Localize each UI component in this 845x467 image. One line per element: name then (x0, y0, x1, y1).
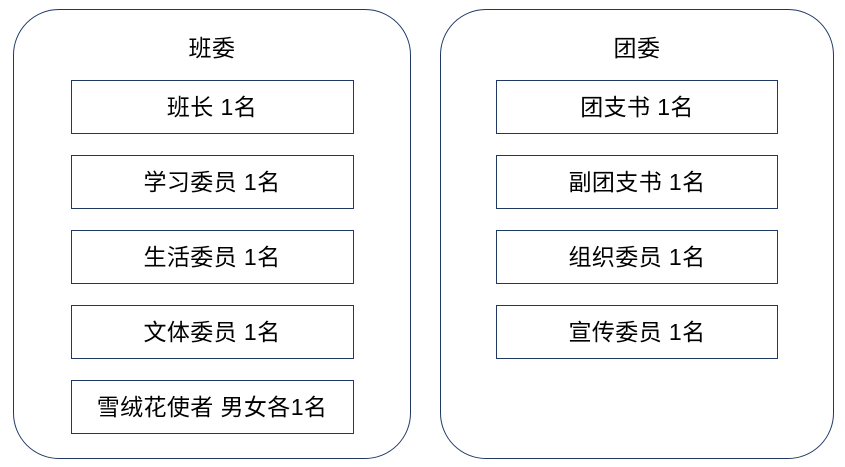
role-box-publicity-committee-member[interactable]: 宣传委员 1名 (496, 305, 778, 359)
role-list-youth-league-committee: 团支书 1名 副团支书 1名 组织委员 1名 宣传委员 1名 (441, 80, 833, 359)
role-label: 文体委员 1名 (143, 319, 281, 345)
role-box-class-monitor[interactable]: 班长 1名 (70, 80, 354, 134)
role-box-edelweiss-ambassador[interactable]: 雪绒花使者 男女各1名 (70, 380, 354, 434)
role-box-culture-sports-committee-member[interactable]: 文体委员 1名 (70, 305, 354, 359)
group-container-class-committee: 班委 班长 1名 学习委员 1名 生活委员 1名 文体委员 1名 雪绒花使者 男… (13, 9, 411, 459)
group-container-youth-league-committee: 团委 团支书 1名 副团支书 1名 组织委员 1名 宣传委员 1名 (440, 9, 834, 459)
role-label: 宣传委员 1名 (568, 319, 706, 345)
role-label: 团支书 1名 (580, 94, 694, 120)
role-box-organization-committee-member[interactable]: 组织委员 1名 (496, 230, 778, 284)
role-box-life-committee-member[interactable]: 生活委员 1名 (70, 230, 354, 284)
role-list-class-committee: 班长 1名 学习委员 1名 生活委员 1名 文体委员 1名 雪绒花使者 男女各1… (14, 80, 410, 434)
role-label: 学习委员 1名 (143, 169, 281, 195)
role-label: 雪绒花使者 男女各1名 (96, 394, 328, 420)
group-title-youth-league-committee: 团委 (613, 35, 661, 61)
role-box-league-branch-secretary[interactable]: 团支书 1名 (496, 80, 778, 134)
role-box-study-committee-member[interactable]: 学习委员 1名 (70, 155, 354, 209)
role-box-deputy-league-branch-secretary[interactable]: 副团支书 1名 (496, 155, 778, 209)
role-label: 组织委员 1名 (568, 244, 706, 270)
group-title-class-committee: 班委 (188, 35, 236, 61)
role-label: 班长 1名 (166, 94, 258, 120)
role-label: 生活委员 1名 (143, 244, 281, 270)
role-label: 副团支书 1名 (568, 169, 706, 195)
